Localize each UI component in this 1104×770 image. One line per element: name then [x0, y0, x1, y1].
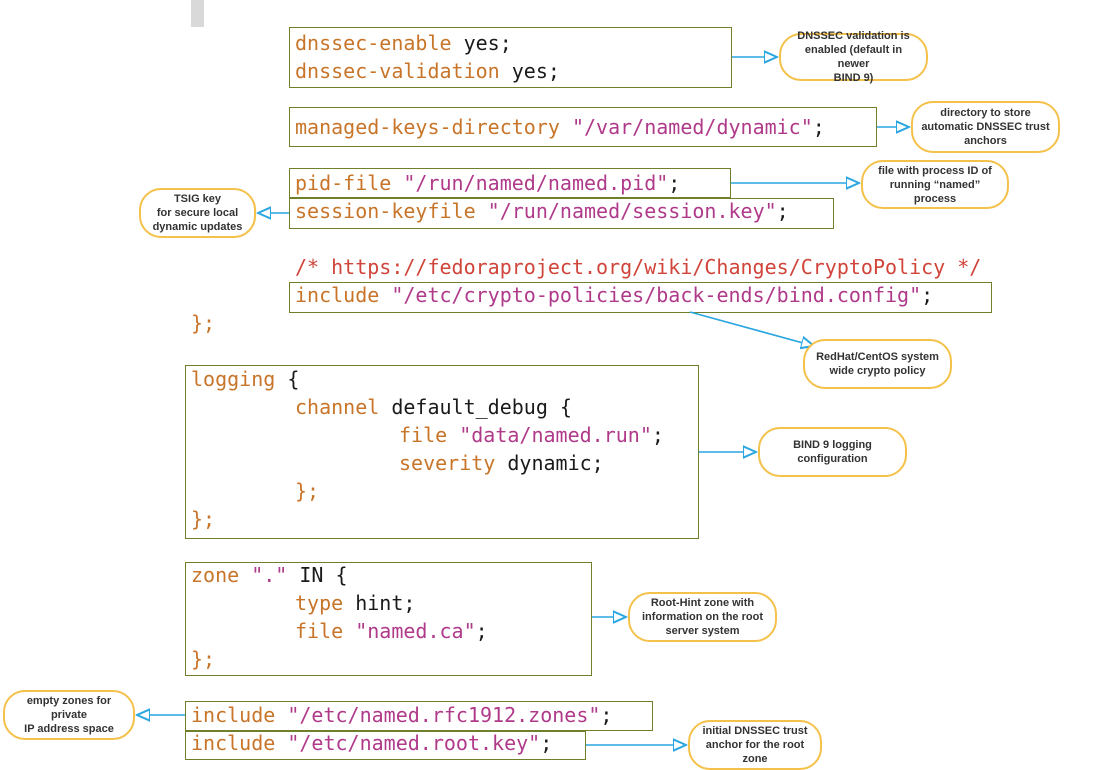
code-line-zone-file: file "named.ca";: [295, 617, 488, 645]
code-line-include-rfc1912: include "/etc/named.rfc1912.zones";: [191, 701, 612, 729]
directive-keyword: file: [399, 423, 448, 447]
note-dnssec-validation: DNSSEC validation is enabled (default in…: [779, 30, 928, 84]
arrow-crypto: [689, 311, 814, 346]
directive-value: IN {: [287, 563, 348, 587]
highlight-box-managed-keys: [289, 107, 877, 147]
code-line-logging-file: file "data/named.run";: [399, 421, 664, 449]
directive-value: {: [275, 367, 300, 391]
note-managed-keys-directory: directory to store automatic DNSSEC trus…: [911, 101, 1060, 153]
directive-string: "/etc/named.rfc1912.zones": [275, 703, 601, 727]
highlight-box-include-rfc1912: [185, 701, 653, 731]
highlight-box-include-root-key: [185, 731, 586, 760]
directive-value: default_debug {: [379, 395, 572, 419]
code-gutter-marker: [191, 0, 204, 27]
note-initial-trust-anchor: initial DNSSEC trust anchor for the root…: [688, 720, 822, 770]
note-tsig-key: TSIG key for secure local dynamic update…: [139, 188, 256, 238]
code-line-zone-type: type hint;: [295, 589, 415, 617]
directive-keyword: managed-keys-directory: [295, 115, 560, 139]
highlight-box-crypto-include: [289, 282, 992, 313]
statement-terminator: ;: [921, 283, 934, 307]
statement-terminator: ;: [540, 731, 553, 755]
code-line-channel-close: };: [295, 479, 320, 503]
code-line-managed-keys-directory: managed-keys-directory "/var/named/dynam…: [295, 113, 825, 141]
code-line-zone-close: };: [191, 647, 216, 671]
code-line-zone-open: zone "." IN {: [191, 561, 348, 589]
directive-keyword: dnssec-enable: [295, 31, 452, 55]
directive-string: "/etc/crypto-policies/back-ends/bind.con…: [379, 283, 922, 307]
statement-terminator: ;: [776, 199, 789, 223]
directive-keyword: file: [295, 619, 344, 643]
code-line-severity: severity dynamic;: [399, 449, 604, 477]
directive-string: "data/named.run": [447, 423, 652, 447]
statement-terminator: ;: [812, 115, 825, 139]
code-line-pid-file: pid-file "/run/named/named.pid";: [295, 169, 680, 197]
code-line-crypto-include: include "/etc/crypto-policies/back-ends/…: [295, 281, 933, 309]
code-line-channel-open: channel default_debug {: [295, 393, 572, 421]
directive-string: "/run/named/named.pid": [391, 171, 669, 195]
code-line-options-close: };: [191, 311, 216, 335]
directive-string: ".": [239, 563, 288, 587]
directive-value: yes;: [451, 31, 512, 55]
code-line-logging-open: logging {: [191, 365, 299, 393]
highlight-box-logging: [185, 365, 699, 539]
code-line-dnssec-validation: dnssec-validation yes;: [295, 57, 560, 85]
directive-string: "/var/named/dynamic": [559, 115, 813, 139]
note-crypto-policy: RedHat/CentOS system wide crypto policy: [803, 339, 952, 389]
directive-keyword: severity: [399, 451, 496, 475]
directive-keyword: channel: [295, 395, 380, 419]
directive-keyword: pid-file: [295, 171, 392, 195]
highlight-box-pid-file: [289, 168, 731, 198]
directive-string: "named.ca": [343, 619, 476, 643]
note-logging-configuration: BIND 9 logging configuration: [758, 427, 907, 477]
note-empty-zones: empty zones for private IP address space: [3, 690, 135, 740]
highlight-box-session-keyfile: [289, 198, 834, 229]
note-pid-file: file with process ID of running “named” …: [861, 160, 1009, 209]
statement-terminator: ;: [475, 619, 488, 643]
directive-keyword: zone: [191, 563, 240, 587]
directive-string: "/etc/named.root.key": [275, 731, 541, 755]
directive-value: hint;: [343, 591, 416, 615]
directive-keyword: include: [191, 731, 276, 755]
code-line-include-root-key: include "/etc/named.root.key";: [191, 729, 552, 757]
directive-keyword: include: [295, 283, 380, 307]
highlight-box-dnssec: [289, 27, 732, 88]
directive-keyword: dnssec-validation: [295, 59, 500, 83]
statement-terminator: ;: [600, 703, 613, 727]
statement-terminator: ;: [668, 171, 681, 195]
code-line-crypto-comment: /* https://fedoraproject.org/wiki/Change…: [295, 255, 982, 279]
highlight-box-root-zone: [185, 562, 592, 676]
statement-terminator: ;: [651, 423, 664, 447]
directive-keyword: type: [295, 591, 344, 615]
directive-keyword: logging: [191, 367, 276, 391]
code-line-session-keyfile: session-keyfile "/run/named/session.key"…: [295, 197, 789, 225]
directive-string: "/run/named/session.key": [475, 199, 777, 223]
code-line-logging-close: };: [191, 507, 216, 531]
note-root-hint-zone: Root-Hint zone with information on the r…: [628, 592, 777, 642]
directive-keyword: include: [191, 703, 276, 727]
directive-value: dynamic;: [495, 451, 604, 475]
directive-value: yes;: [499, 59, 560, 83]
directive-keyword: session-keyfile: [295, 199, 476, 223]
code-line-dnssec-enable: dnssec-enable yes;: [295, 29, 512, 57]
